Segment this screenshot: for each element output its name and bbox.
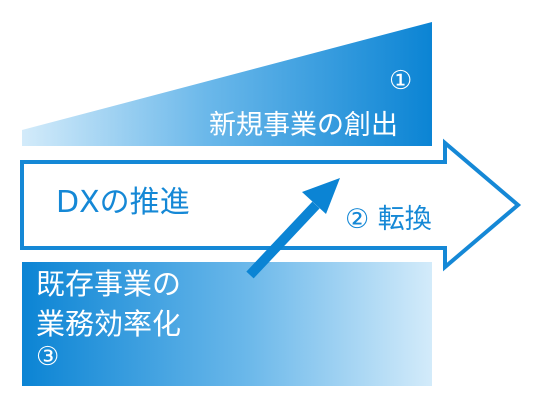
top-label: 新規事業の創出 <box>209 110 398 141</box>
transform-label: ② 転換 <box>345 204 432 235</box>
arrow-up-right-icon <box>246 178 340 279</box>
bottom-label-line1: 既存事業の <box>36 267 182 301</box>
bottom-label-line2: 業務効率化 <box>36 307 182 341</box>
top-number: ① <box>389 66 413 96</box>
dx-label: DXの推進 <box>56 185 190 220</box>
bottom-wedge <box>22 262 432 386</box>
bottom-number: ③ <box>36 342 60 372</box>
top-wedge <box>22 22 432 146</box>
big-right-arrow <box>20 138 522 272</box>
